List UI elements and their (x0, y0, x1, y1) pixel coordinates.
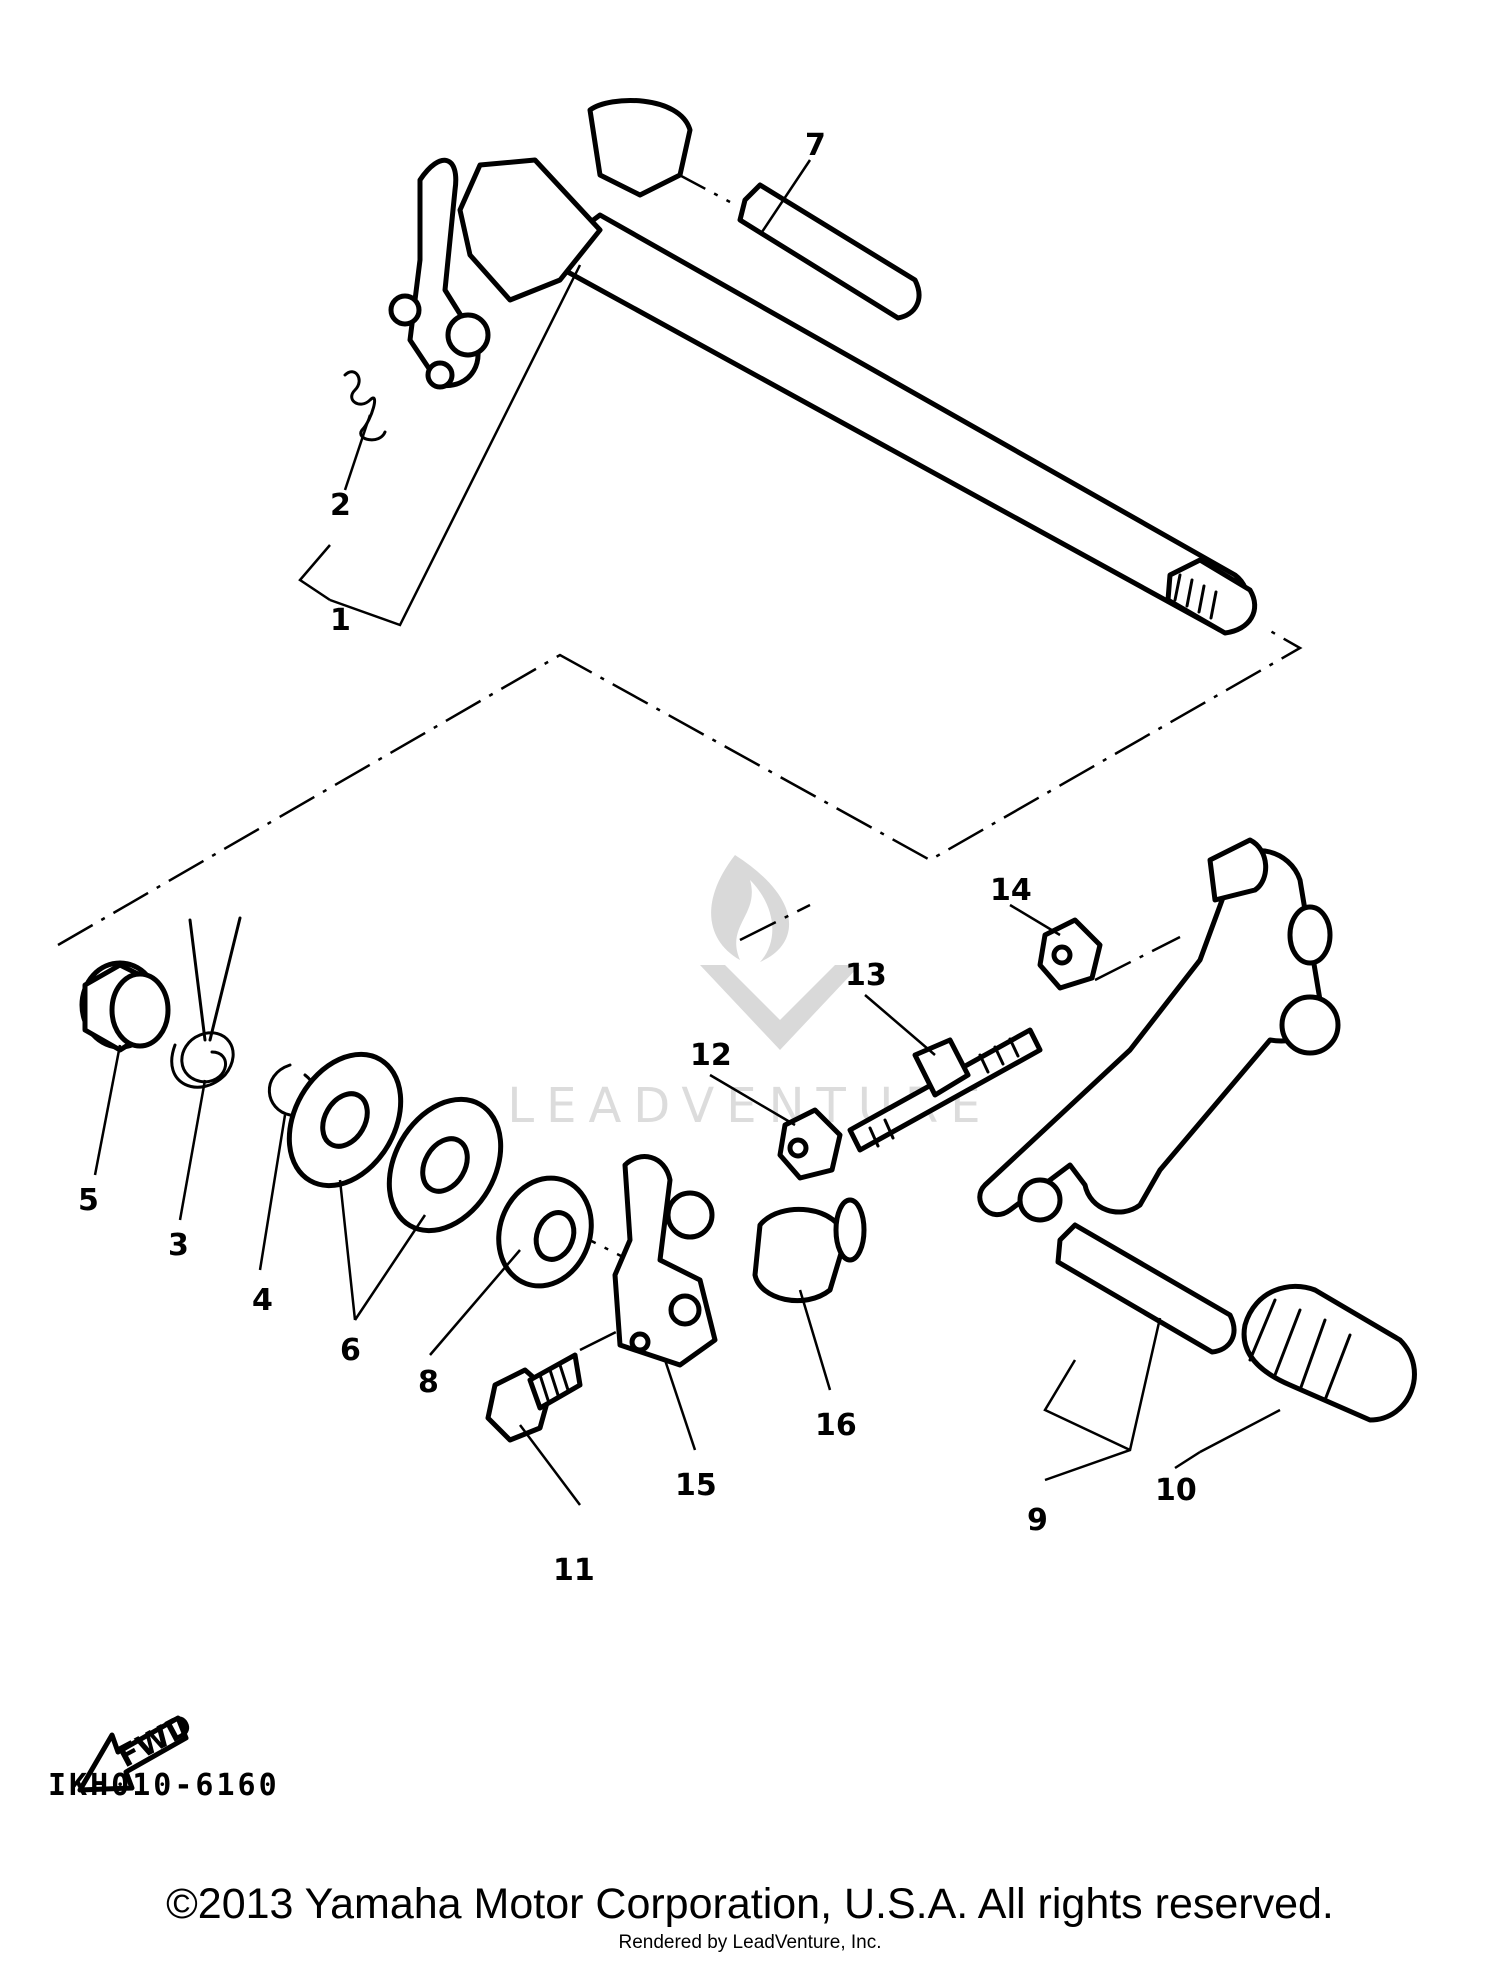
shift-arm (457, 157, 603, 303)
collar (79, 960, 171, 1053)
leader-lines (93, 159, 1281, 1506)
copyright-text: ©2013 Yamaha Motor Corporation, U.S.A. A… (166, 1880, 1334, 1928)
bolt (485, 1352, 583, 1443)
pawl-pivot (445, 312, 491, 358)
part-label-13: 13 (845, 958, 887, 993)
part-label-15: 15 (675, 1468, 717, 1503)
shift-lever-joint (612, 1154, 718, 1368)
diagram-code: IKH010-6160 (48, 1768, 280, 1803)
pawl-eye (388, 293, 422, 327)
torsion-spring (170, 916, 242, 1089)
pin (737, 182, 922, 321)
part-labels: 1 2 3 4 5 6 7 8 9 10 11 12 13 14 15 16 (78, 128, 1197, 1588)
part-label-12: 12 (690, 1038, 732, 1073)
part-label-10: 10 (1155, 1473, 1197, 1508)
part-label-11: 11 (553, 1553, 595, 1588)
nut-2 (1037, 917, 1103, 991)
shaft-spline-grooves (1173, 573, 1218, 620)
nut (777, 1107, 843, 1181)
part-label-7: 7 (805, 128, 826, 163)
shift-shaft-assembly (388, 98, 1258, 636)
part-label-9: 9 (1027, 1503, 1048, 1538)
part-label-8: 8 (418, 1365, 439, 1400)
cap (752, 1197, 867, 1304)
part-label-2: 2 (330, 488, 351, 523)
leadventure-logo-icon (700, 855, 860, 1050)
bearing (496, 1175, 594, 1289)
part-label-16: 16 (815, 1408, 857, 1443)
part-label-6: 6 (340, 1333, 361, 1368)
part-label-5: 5 (78, 1183, 99, 1218)
shaft-spline-end (1165, 557, 1258, 636)
pedal-axis-line (1094, 935, 1181, 982)
pawl-eye-lower (425, 360, 455, 390)
assembly-frame-line (57, 626, 1303, 947)
shift-pedal (977, 837, 1341, 1355)
adjusting-rod (847, 1027, 1043, 1153)
washers (286, 1051, 504, 1234)
shift-lever-plate (587, 98, 693, 198)
fwd-label: FWD (112, 1707, 198, 1775)
pedal-rubber (1241, 1283, 1417, 1423)
rendered-by-text: Rendered by LeadVenture, Inc. (618, 1932, 882, 1953)
part-label-3: 3 (168, 1228, 189, 1263)
part-label-14: 14 (990, 873, 1032, 908)
part-label-1: 1 (330, 603, 351, 638)
part-label-4: 4 (252, 1283, 273, 1318)
